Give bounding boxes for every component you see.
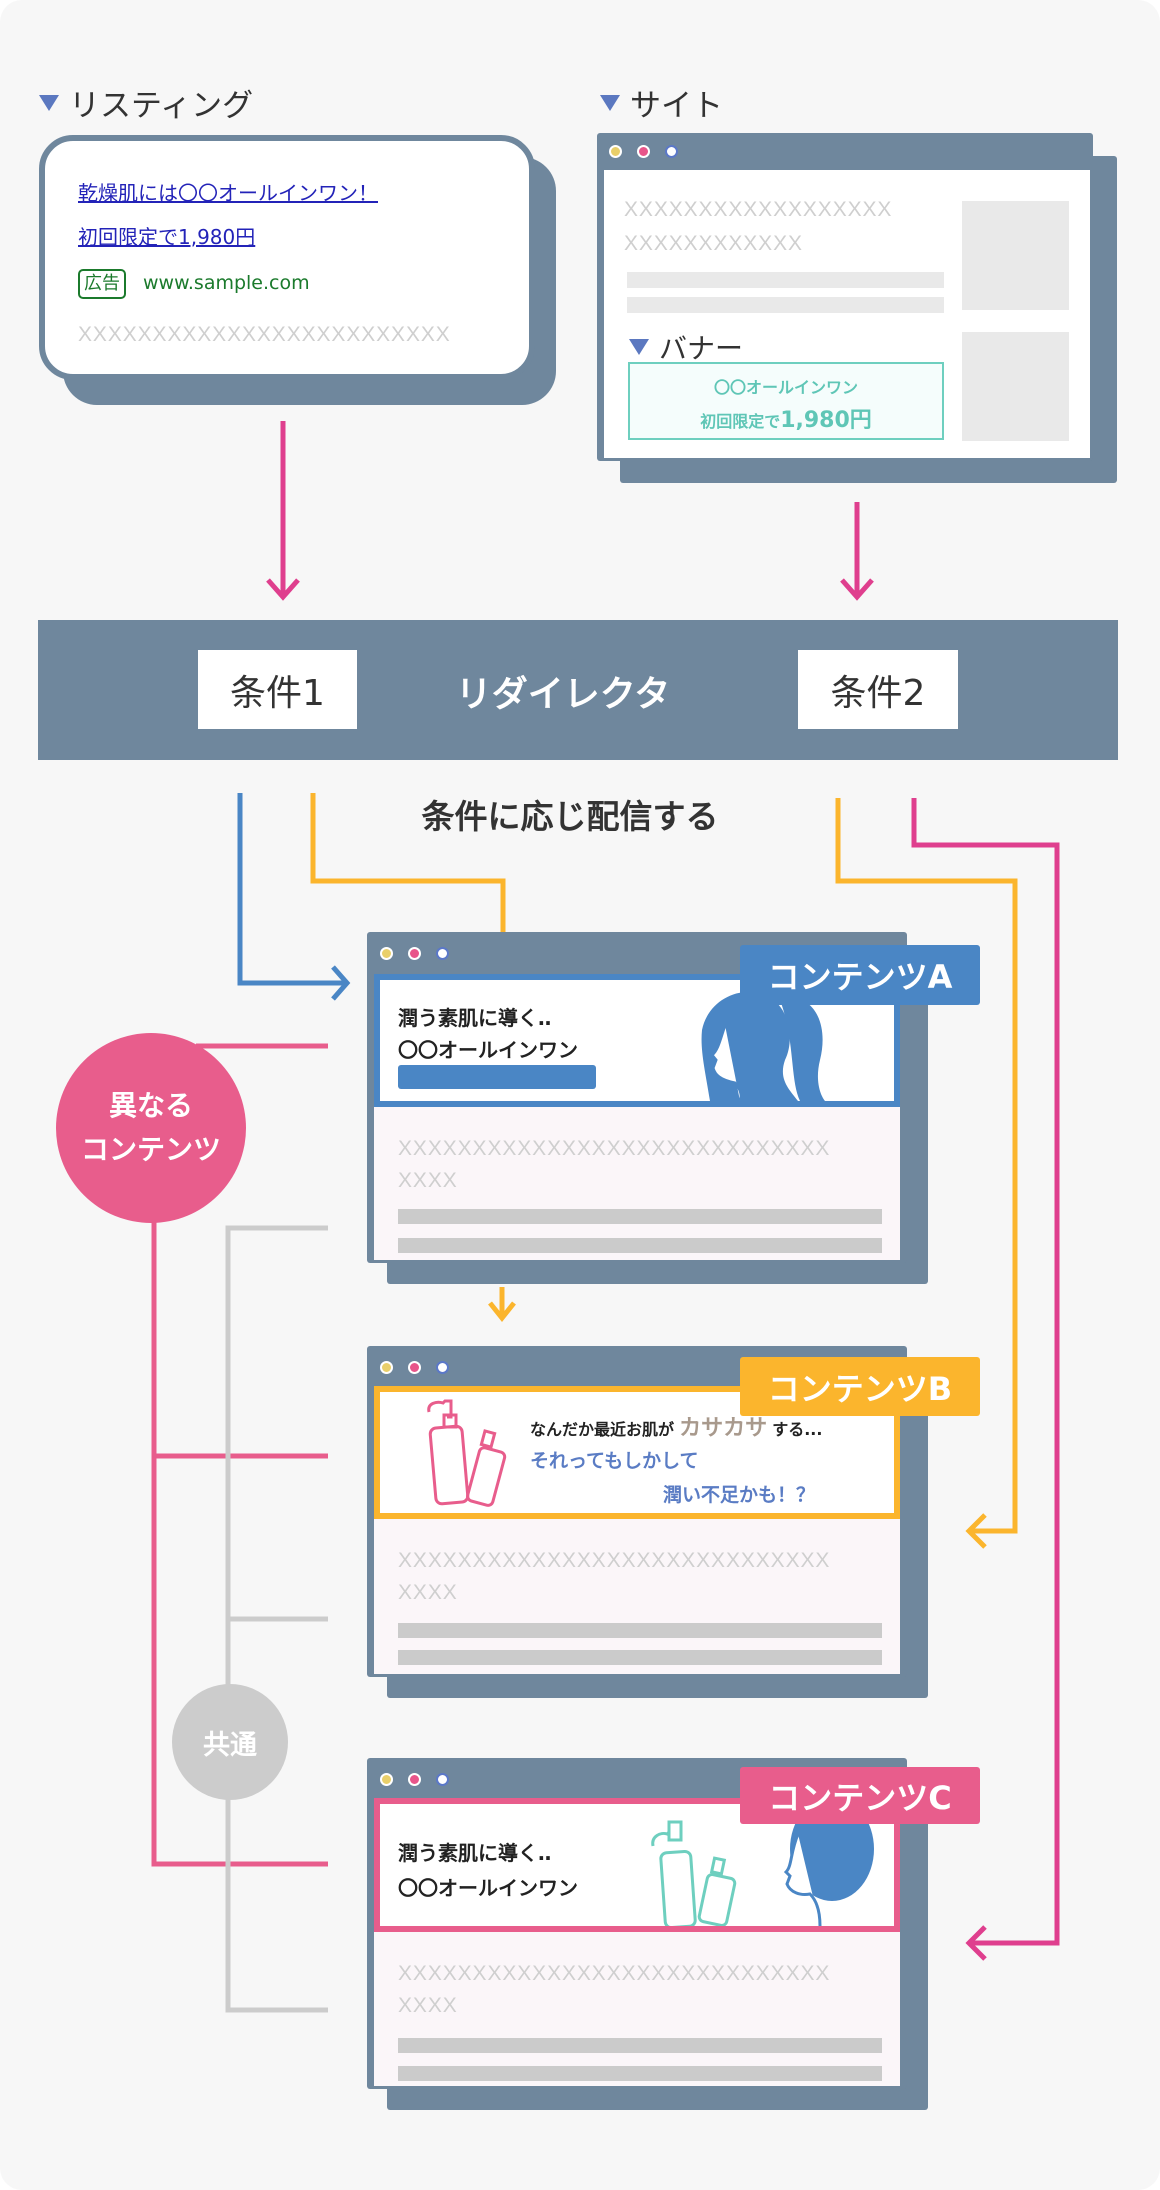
body-bar — [398, 1623, 882, 1638]
window-dot-pink-icon — [408, 947, 421, 960]
window-dot-blue-icon — [436, 1361, 449, 1374]
banner-price: 1,980円 — [780, 408, 872, 433]
body-text-line: XXXX — [398, 1994, 458, 2017]
common-badge-text: 共通 — [203, 1729, 257, 1761]
body-text-line: XXXXXXXXXXXXXXXXXXXXXXXXXXXXX — [398, 1137, 831, 1160]
triangle-marker-icon — [39, 94, 59, 111]
triangle-marker-icon — [629, 339, 649, 355]
blue-line-to-content-a — [237, 793, 351, 1001]
body-text-line: XXXXXXXXXXXXXXXXXXXXXXXXXXXXX — [398, 1549, 831, 1572]
content-a-line2: 〇〇オールインワン — [398, 1038, 578, 1062]
banner-heading-text: バナー — [659, 332, 744, 365]
different-badge-line2: コンテンツ — [80, 1133, 221, 1166]
content-c-label: コンテンツC — [740, 1767, 980, 1824]
woman-profile-icon — [783, 1804, 874, 1926]
body-text-line: XXXX — [398, 1169, 458, 1192]
body-text-line: XXXXXXXXXXXXXXXXXXXXXXXXXXXXX — [398, 1962, 831, 1985]
banner-line2: 初回限定で — [700, 412, 781, 431]
site-window: XXXXXXXXXXXXXXXXXX XXXXXXXXXXXX バナー 〇〇オー… — [597, 133, 1093, 461]
content-c-window: 潤う素肌に導く‥ 〇〇オールインワン XXXXXXXXXXXXXXXXXXXXX… — [367, 1758, 907, 2089]
body-bar — [398, 1238, 882, 1253]
yellow-line-to-content-b — [835, 798, 1018, 1549]
yellow-line-to-content-a — [310, 793, 506, 932]
woman-profile-icon — [701, 991, 825, 1101]
content-b-line1-prefix: なんだか最近お肌が — [530, 1420, 675, 1439]
banner-line1: 〇〇オールインワン — [713, 378, 858, 397]
site-text-bar — [627, 297, 944, 313]
body-bar — [398, 1209, 882, 1224]
window-dot-pink-icon — [408, 1773, 421, 1786]
content-c-line2: 〇〇オールインワン — [398, 1876, 578, 1900]
site-text-line: XXXXXXXXXXXX — [624, 232, 803, 255]
content-c-body: XXXXXXXXXXXXXXXXXXXXXXXXXXXXX XXXX — [374, 1932, 900, 2086]
redirector-bar: 条件1 リダイレクタ 条件2 — [38, 620, 1118, 760]
content-b-line1-suffix: する... — [772, 1420, 823, 1439]
different-contents-badge: 異なる コンテンツ — [56, 1033, 246, 1223]
window-dot-yellow-icon — [380, 1773, 393, 1786]
common-lines — [225, 1225, 328, 2013]
pink-line-to-content-c — [911, 798, 1060, 1961]
site-text-line: XXXXXXXXXXXXXXXXXX — [624, 198, 893, 221]
ad-subtitle-link[interactable]: 初回限定で1,980円 — [78, 225, 256, 249]
triangle-marker-icon — [600, 94, 620, 111]
ad-title-link[interactable]: 乾燥肌には〇〇オールインワン！ — [78, 181, 378, 205]
redirector-title: リダイレクタ — [455, 674, 671, 715]
content-b-body: XXXXXXXXXXXXXXXXXXXXXXXXXXXXX XXXX — [374, 1519, 900, 1674]
banner-heading: バナー — [629, 327, 743, 367]
body-bar — [398, 2066, 882, 2081]
ad-description: XXXXXXXXXXXXXXXXXXXXXXXXX — [78, 323, 451, 346]
content-b-line2: それってもしかして — [530, 1450, 699, 1472]
site-text-bar — [627, 272, 944, 288]
content-b-line1-emph: カサカサ — [679, 1416, 768, 1441]
content-a-header: 潤う素肌に導く‥ 〇〇オールインワン — [374, 974, 900, 1107]
window-dot-blue-icon — [665, 145, 678, 158]
arrow-site-to-condition2 — [840, 502, 874, 601]
window-dot-blue-icon — [436, 947, 449, 960]
yellow-arrow-a-to-b — [488, 1287, 516, 1323]
window-dot-yellow-icon — [380, 1361, 393, 1374]
window-dot-pink-icon — [408, 1361, 421, 1374]
condition-1-box: 条件1 — [198, 650, 357, 729]
listing-heading: リスティング — [39, 80, 253, 125]
site-image-placeholder — [962, 201, 1069, 310]
ad-url: www.sample.com — [143, 272, 310, 294]
site-heading-text: サイト — [630, 88, 723, 124]
content-a-line1: 潤う素肌に導く‥ — [398, 1006, 552, 1030]
window-dot-blue-icon — [436, 1773, 449, 1786]
content-c-line1: 潤う素肌に導く‥ — [398, 1841, 552, 1865]
content-b-line1: なんだか最近お肌が カサカサ する... — [530, 1410, 822, 1442]
site-image-placeholder — [962, 332, 1069, 441]
site-banner-ad[interactable]: 〇〇オールインワン 初回限定で1,980円 — [628, 362, 944, 440]
condition-2-box: 条件2 — [798, 650, 958, 729]
different-badge-line1: 異なる — [108, 1089, 193, 1122]
ad-badge: 広告 — [78, 269, 126, 299]
site-heading: サイト — [600, 80, 723, 125]
content-a-body: XXXXXXXXXXXXXXXXXXXXXXXXXXXXX XXXX — [374, 1107, 900, 1260]
listing-ad-card: 乾燥肌には〇〇オールインワン！ 初回限定で1,980円 広告 www.sampl… — [39, 135, 535, 380]
teal-bottles-icon — [651, 1820, 737, 1926]
body-bar — [398, 1650, 882, 1665]
arrow-listing-to-condition1 — [266, 421, 300, 601]
different-contents-lines — [151, 1043, 328, 1867]
listing-heading-text: リスティング — [69, 88, 254, 124]
pink-bottles-icon — [427, 1399, 507, 1507]
distribute-label: 条件に応じ配信する — [421, 797, 719, 836]
content-b-label: コンテンツB — [740, 1357, 980, 1416]
window-dot-pink-icon — [637, 145, 650, 158]
content-a-cta-button[interactable] — [398, 1065, 596, 1089]
content-b-line3: 潤い不足かも！？ — [663, 1484, 816, 1506]
window-dot-yellow-icon — [380, 947, 393, 960]
window-dot-yellow-icon — [609, 145, 622, 158]
content-a-label: コンテンツA — [740, 945, 980, 1005]
body-text-line: XXXX — [398, 1581, 458, 1604]
common-badge: 共通 — [172, 1684, 288, 1800]
body-bar — [398, 2038, 882, 2053]
site-content: XXXXXXXXXXXXXXXXXX XXXXXXXXXXXX バナー 〇〇オー… — [604, 170, 1090, 458]
